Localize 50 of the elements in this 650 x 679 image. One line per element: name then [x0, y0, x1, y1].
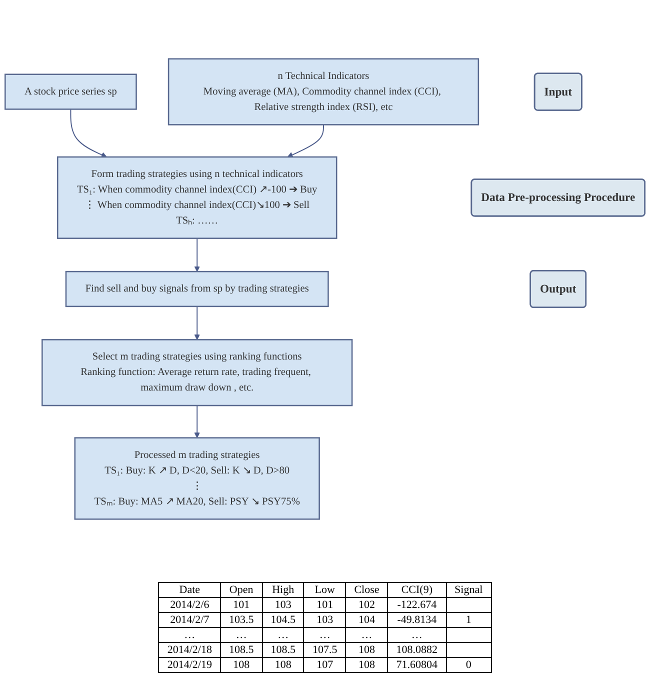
table-cell: 108.5 [220, 642, 262, 658]
table-cell: 103 [262, 598, 304, 612]
node-box: Find sell and buy signals from sp by trading strategies [65, 270, 329, 308]
table-cell: 71.60804 [388, 658, 446, 672]
table-cell: 107.5 [304, 642, 346, 658]
table-cell: 0 [446, 658, 492, 672]
table-cell: … [262, 628, 304, 642]
table-cell: 108 [346, 642, 388, 658]
node-box: Select m trading strategies using ranking functions Ranking function: Average return rate, trading frequent, maximum draw down , etc. [42, 339, 353, 406]
table-cell: 103 [304, 612, 346, 628]
table-cell: Signal [446, 582, 492, 598]
node-box: Form trading strategies using n technical indicators TS₁: When commodity channel index(CCI) ↗-100 ➔ Buy ⋮ When commodity channel index(CCI)↘100 ➔ Sell TSₕ: …… [56, 156, 338, 239]
table-cell: … [220, 628, 262, 642]
node-box: Processed m trading strategies TS₁: Buy: K ↗ D, D<20, Sell: K ↘ D, D>80 ⋮ TSₘ: Buy: MA5 ↗ MA20, Sell: PSY ↘ PSY75% [74, 437, 320, 520]
table-cell: 108 [346, 658, 388, 672]
table-cell: 2014/2/19 [158, 658, 220, 672]
arrow [194, 306, 200, 340]
table-cell: 108 [220, 658, 262, 672]
table-cell: 107 [304, 658, 346, 672]
table-cell: 1 [446, 612, 492, 628]
table-cell: 104 [346, 612, 388, 628]
table-cell: Low [304, 582, 346, 598]
table-cell: CCI(9) [388, 582, 446, 598]
table-cell: 108 [262, 658, 304, 672]
node-box: n Technical Indicators Moving average (MA), Commodity channel index (CCI), Relative strength index (RSI), etc [168, 58, 480, 126]
table-cell: High [262, 582, 304, 598]
table-cell: Date [158, 582, 220, 598]
table-cell: … [346, 628, 388, 642]
table-cell: 103.5 [220, 612, 262, 628]
arrow [194, 405, 200, 438]
node-box: A stock price series sp [4, 74, 137, 110]
table-cell: 101 [304, 598, 346, 612]
arrow [287, 124, 324, 158]
table-cell: … [388, 628, 446, 642]
table-cell: 101 [220, 598, 262, 612]
table-cell: -49.8134 [388, 612, 446, 628]
table-cell: Open [220, 582, 262, 598]
table-cell: 2014/2/18 [158, 642, 220, 658]
table-cell: 108.0882 [388, 642, 446, 658]
table-cell: -122.674 [388, 598, 446, 612]
table-cell: 2014/2/6 [158, 598, 220, 612]
arrow [194, 238, 200, 272]
table-cell: 108.5 [262, 642, 304, 658]
arrow [70, 108, 107, 158]
table-cell: 102 [346, 598, 388, 612]
table-cell: Close [346, 582, 388, 598]
table-cell: 104.5 [262, 612, 304, 628]
table-cell: … [304, 628, 346, 642]
table-cell: … [158, 628, 220, 642]
table-cell: 2014/2/7 [158, 612, 220, 628]
